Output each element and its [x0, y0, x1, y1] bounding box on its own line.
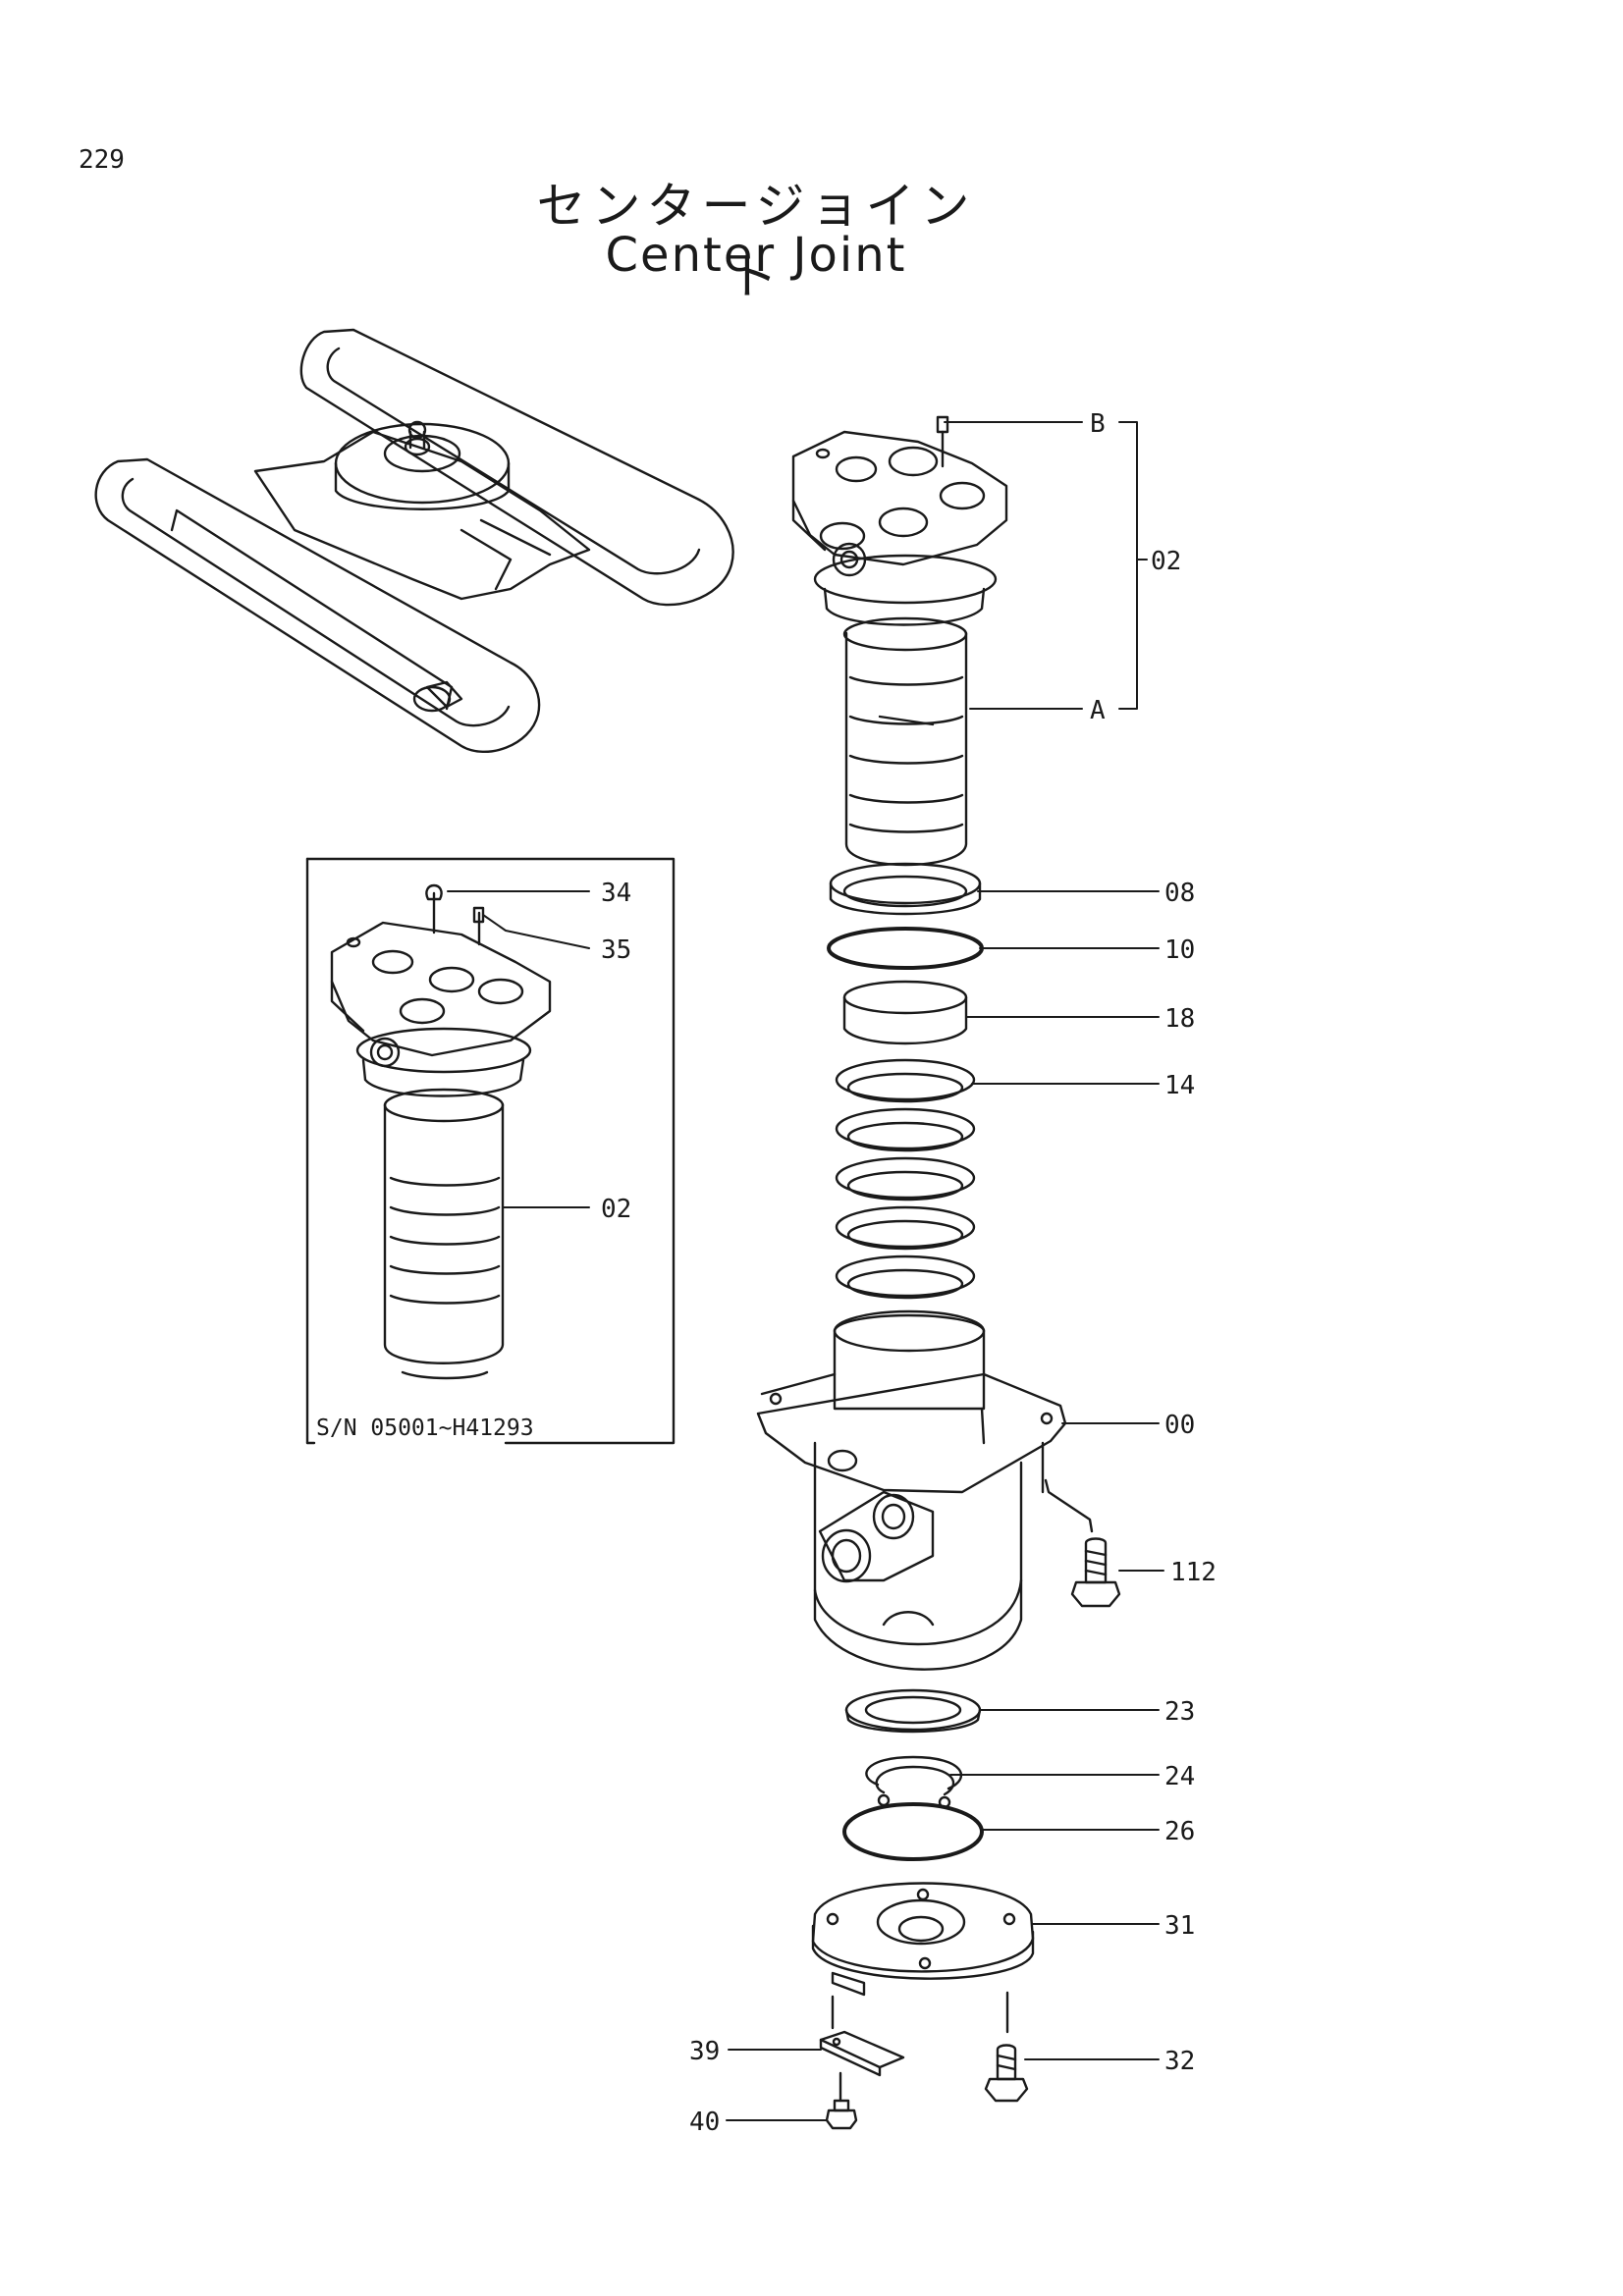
page-number: 229 [79, 145, 125, 175]
inset-rotor-drawing [330, 883, 552, 1380]
callout-26: 26 [1164, 1817, 1195, 1846]
seal-08-drawing [829, 862, 982, 916]
callout-31: 31 [1164, 1911, 1195, 1941]
snap-ring-24-drawing [865, 1755, 963, 1809]
bolt-32-drawing [984, 1991, 1029, 2103]
title-english: Center Joint [605, 228, 907, 283]
undercarriage-overview-drawing [94, 328, 734, 754]
callout-00: 00 [1164, 1411, 1195, 1440]
callout-b: B [1090, 409, 1106, 439]
callout-02: 02 [1151, 547, 1181, 576]
title-japanese: センタージョイント [536, 178, 976, 305]
ring-18-drawing [842, 980, 968, 1045]
callout-32: 32 [1164, 2047, 1195, 2076]
callout-39: 39 [689, 2037, 720, 2066]
ring-23-drawing [844, 1688, 982, 1734]
plate-39-drawing [819, 1995, 905, 2077]
callout-10: 10 [1164, 935, 1195, 965]
seal-stack-14-drawing [835, 1058, 976, 1300]
o-ring-26-drawing [842, 1802, 984, 1861]
inset-box [305, 857, 676, 1445]
callout-112: 112 [1170, 1558, 1217, 1587]
inset-callout-02: 02 [601, 1195, 631, 1224]
callout-18: 18 [1164, 1004, 1195, 1034]
callout-23: 23 [1164, 1697, 1195, 1727]
bolt-112-drawing [1044, 1478, 1121, 1608]
rotor-drawing [791, 415, 1008, 867]
callout-24: 24 [1164, 1762, 1195, 1791]
cover-31-drawing [811, 1882, 1035, 1997]
inset-callout-35: 35 [601, 935, 631, 965]
callout-08: 08 [1164, 879, 1195, 908]
bolt-40-drawing [825, 2071, 858, 2130]
inset-serial-range: S/N 05001~H41293 [316, 1415, 534, 1441]
o-ring-10-drawing [827, 927, 984, 970]
callout-14: 14 [1164, 1071, 1195, 1100]
leader-lines [447, 421, 1164, 2121]
callout-a: A [1090, 696, 1106, 725]
body-00-drawing [756, 1309, 1067, 1671]
inset-callout-34: 34 [601, 879, 631, 908]
callout-40: 40 [689, 2108, 720, 2137]
